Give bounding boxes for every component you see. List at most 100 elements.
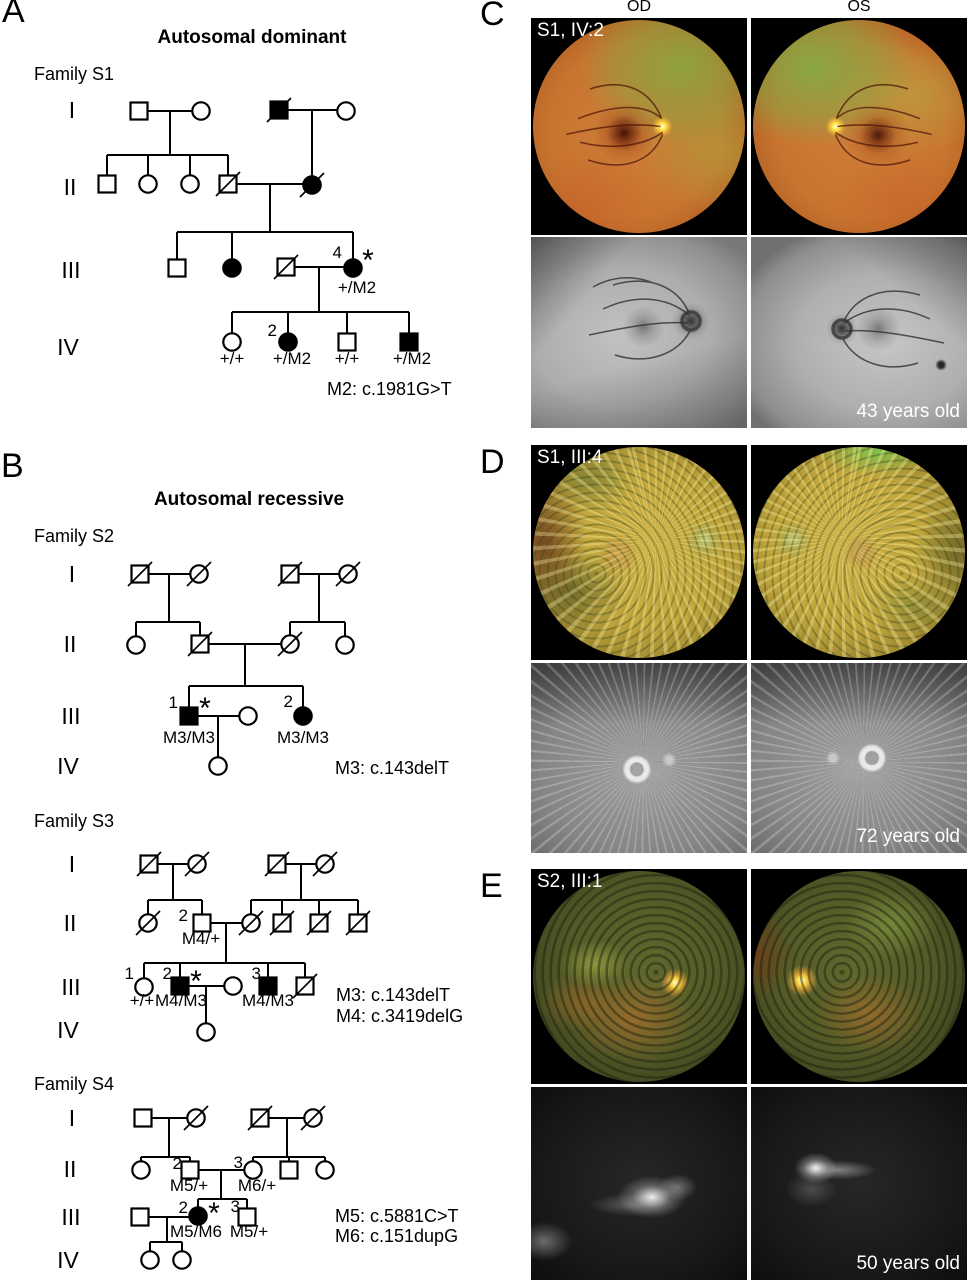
retinal-vessels — [566, 84, 664, 166]
pedigree-individual-female — [138, 174, 158, 194]
age-label: 43 years old — [856, 401, 960, 422]
genotype-label: M5/M6 — [170, 1222, 222, 1241]
fundus-circle — [533, 20, 745, 233]
faf-image — [531, 663, 747, 853]
genotype-label: +/M2 — [273, 349, 311, 368]
pedigree-individual-male — [337, 332, 357, 352]
fundus-circle — [753, 20, 965, 233]
generation-label: I — [69, 97, 75, 123]
fundus-circle — [753, 871, 965, 1082]
panel-e-color-fundus-od: S2, III:1 — [531, 869, 747, 1084]
panel-c-color-fundus-os — [751, 18, 967, 235]
panel-d-autofluorescence-os: 72 years old — [751, 663, 967, 853]
pedigree-individual-female-affected — [222, 258, 242, 278]
family-label: Family S1 — [34, 64, 114, 84]
patient-label: S1, IV:2 — [537, 20, 604, 41]
pedigree-individual-male — [167, 258, 187, 278]
fundus-circle — [533, 447, 745, 658]
pedigree-individual-male — [237, 1207, 257, 1227]
generation-label: I — [69, 851, 75, 877]
patient-label: S2, III:1 — [537, 871, 603, 892]
faf-image — [751, 663, 967, 853]
individual-number: 4 — [333, 243, 342, 262]
retinal-mottle-texture — [533, 871, 745, 1082]
generation-label: IV — [57, 753, 79, 779]
mutation-annotation: M3: c.143delT — [336, 985, 450, 1005]
individual-number: 3 — [231, 1197, 240, 1216]
family-label: Family S3 — [34, 811, 114, 831]
genotype-label: M3/M3 — [163, 728, 215, 747]
panel-letter-c: C — [480, 0, 505, 33]
genotype-label: M4/M3 — [155, 991, 207, 1010]
retinal-mottle-texture — [753, 871, 965, 1082]
pedigree-individual-female — [180, 174, 200, 194]
panel-c-autofluorescence-os: 43 years old — [751, 237, 967, 428]
genotype-label: +/M2 — [393, 349, 431, 368]
deceased-slash — [135, 910, 161, 936]
deceased-slash — [312, 851, 338, 877]
pedigree-individual-male-affected — [170, 976, 190, 996]
panel-e-autofluorescence-od — [531, 1087, 747, 1280]
pedigree-individual-female — [134, 977, 154, 997]
inheritance-title: Autosomal dominant — [158, 27, 348, 48]
deceased-slash — [127, 561, 153, 587]
pedigree-individual-female-affected — [343, 258, 363, 278]
panel-e-autofluorescence-os: 50 years old — [751, 1087, 967, 1280]
retinal-vessels — [834, 84, 932, 166]
proband-asterisk: * — [190, 965, 202, 998]
individual-number: 3 — [252, 964, 261, 983]
faf-streak-texture — [751, 663, 967, 853]
faf-image — [751, 1087, 967, 1280]
faf-streak-texture — [531, 663, 747, 853]
mutation-annotation: M6: c.151dupG — [335, 1226, 458, 1246]
pedigree-individual-male — [130, 1207, 150, 1227]
genotype-label: M6/+ — [238, 1176, 276, 1195]
deceased-slash — [269, 910, 295, 936]
individual-number: 2 — [163, 964, 172, 983]
deceased-slash — [238, 910, 264, 936]
panel-letter: B — [1, 447, 24, 485]
panel-c-autofluorescence-od — [531, 237, 747, 428]
deceased-slash — [299, 172, 325, 198]
pedigree-individual-male — [192, 913, 212, 933]
generation-label: III — [61, 974, 80, 1000]
pedigree-individual-male-affected — [399, 332, 419, 352]
pedigree-individual-male — [133, 1108, 153, 1128]
genotype-label: M5/+ — [230, 1222, 268, 1241]
panel-letter-e: E — [480, 867, 503, 905]
mutation-annotation: M3: c.143delT — [335, 758, 449, 778]
pedigree-individual-male-affected — [179, 706, 199, 726]
retinal-vessels — [588, 277, 702, 360]
column-header-os: OS — [847, 0, 871, 15]
pedigree-individual-female — [131, 1160, 151, 1180]
genotype-label: +/M2 — [338, 278, 376, 297]
deceased-slash — [335, 561, 361, 587]
generation-label: II — [64, 910, 77, 936]
faf-image — [531, 1087, 747, 1280]
proband-asterisk: * — [199, 692, 211, 725]
panel-d-autofluorescence-od — [531, 663, 747, 853]
pedigree-individual-female — [335, 635, 355, 655]
genotype-label: +/+ — [220, 349, 245, 368]
pedigree-individual-female-affected — [293, 706, 313, 726]
genotype-label: +/+ — [130, 991, 155, 1010]
deceased-slash — [183, 1105, 209, 1131]
individual-number: 3 — [234, 1153, 243, 1172]
proband-asterisk: * — [208, 1197, 220, 1230]
column-header-od: OD — [627, 0, 651, 15]
inheritance-title: Autosomal recessive — [154, 489, 344, 510]
retinal-vessels — [831, 290, 945, 368]
pedigree-individual-male — [97, 174, 117, 194]
pedigree-individual-male — [279, 1160, 299, 1180]
pedigree-individual-female — [196, 1022, 216, 1042]
family-label: Family S2 — [34, 526, 114, 546]
fundus-circle — [753, 447, 965, 658]
generation-label: I — [69, 1105, 75, 1131]
pedigree-individual-female — [238, 706, 258, 726]
panel-e-color-fundus-os — [751, 869, 967, 1084]
pedigree-individual-female — [208, 756, 228, 776]
pedigree-individual-male — [180, 1160, 200, 1180]
deceased-slash — [306, 910, 332, 936]
mutation-annotation: M5: c.5881C>T — [335, 1206, 459, 1226]
